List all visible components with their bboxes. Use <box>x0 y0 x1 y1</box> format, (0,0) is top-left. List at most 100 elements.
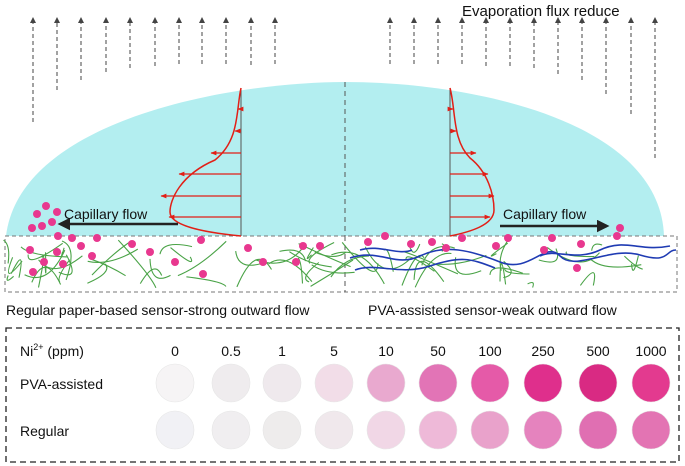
ni-particle <box>29 268 37 276</box>
ni-particle <box>442 244 450 252</box>
right-caption: PVA-assisted sensor-weak outward flow <box>368 302 618 318</box>
fiber <box>268 259 313 282</box>
ni-particle <box>48 218 56 226</box>
sensor-spot <box>211 363 251 403</box>
concentration-label: 100 <box>478 343 502 359</box>
ni-particle <box>88 252 96 260</box>
concentration-label: 50 <box>430 343 446 359</box>
sensor-spot <box>155 363 195 403</box>
ni-particle <box>33 210 41 218</box>
fiber <box>44 252 47 274</box>
sensor-spot <box>262 410 302 450</box>
sensor-spot <box>155 410 195 450</box>
sensor-spot <box>418 410 458 450</box>
ni-particle <box>28 224 36 232</box>
fiber <box>149 258 171 279</box>
fiber <box>117 239 157 289</box>
ni-particle <box>93 234 101 242</box>
fiber <box>624 255 643 270</box>
fiber <box>591 243 603 251</box>
concentration-label: 0.5 <box>221 343 241 359</box>
pva-network <box>349 244 677 271</box>
ni-particle <box>53 208 61 216</box>
fiber <box>404 251 459 275</box>
profile-curve <box>449 87 495 237</box>
ni-particle <box>128 240 136 248</box>
concentration-labels: 0 0.5 1 5 10 50 100 250 500 1000 <box>171 343 667 359</box>
fiber <box>499 262 507 285</box>
fiber <box>454 257 482 275</box>
pva-chain <box>359 247 413 253</box>
fiber <box>6 275 14 281</box>
fiber <box>310 259 354 287</box>
fiber <box>186 276 227 287</box>
fiber <box>297 257 304 284</box>
fiber <box>308 242 335 264</box>
ni-particle <box>146 248 154 256</box>
ni-particle <box>68 234 76 242</box>
ni-particles <box>26 202 624 278</box>
sensor-spot <box>631 363 671 403</box>
sensor-spot <box>262 363 302 403</box>
ni-particle <box>577 240 585 248</box>
fiber <box>87 248 139 263</box>
ni-particle <box>259 258 267 266</box>
ni-particle <box>59 260 67 268</box>
sensor-spot <box>418 363 458 403</box>
fiber <box>311 264 355 274</box>
concentration-label: 1000 <box>635 343 666 359</box>
fiber <box>414 252 452 288</box>
fiber <box>314 251 347 257</box>
ni-particle <box>492 242 500 250</box>
ni-particle <box>40 258 48 266</box>
sensor-spots <box>155 363 671 450</box>
sensor-spot <box>578 363 618 403</box>
fiber <box>330 255 370 278</box>
fiber <box>306 247 314 260</box>
ni-particle <box>244 244 252 252</box>
fiber <box>10 259 22 278</box>
fiber <box>538 248 559 263</box>
concentration-label: 5 <box>330 343 338 359</box>
sensor-spot <box>211 410 251 450</box>
ni-particle <box>292 258 300 266</box>
pva-chain <box>349 248 677 266</box>
concentration-label: 500 <box>586 343 610 359</box>
ni-particle <box>316 242 324 250</box>
fiber <box>20 246 68 258</box>
evaporation-arrows <box>30 17 658 158</box>
concentration-label: 10 <box>378 343 394 359</box>
droplet <box>6 82 664 236</box>
fiber <box>170 247 193 263</box>
ni-particle <box>42 202 50 210</box>
fiber <box>527 281 534 288</box>
concentration-label: 1 <box>278 343 286 359</box>
fiber <box>490 242 509 257</box>
concentration-label: 250 <box>531 343 555 359</box>
ni-particle <box>428 238 436 246</box>
concentration-label: 0 <box>171 343 179 359</box>
paper-substrate <box>4 235 678 293</box>
sensor-spot <box>314 410 354 450</box>
velocity-profiles <box>160 87 495 237</box>
sensor-spot <box>578 410 618 450</box>
ni-particle <box>53 248 61 256</box>
evaporation-label: Evaporation flux reduce <box>462 3 620 20</box>
sensor-spot <box>470 363 510 403</box>
sensor-spot <box>366 410 406 450</box>
ni-particle <box>299 242 307 250</box>
sensor-spot <box>470 410 510 450</box>
concentration-header: Ni2+ (ppm) <box>20 342 84 359</box>
sensor-spot <box>631 410 671 450</box>
row-label-regular: Regular <box>20 423 69 439</box>
results-box <box>5 327 680 463</box>
ni-particle <box>613 232 621 240</box>
left-caption: Regular paper-based sensor-strong outwar… <box>6 302 310 318</box>
ni-particle <box>616 224 624 232</box>
ni-particle <box>77 242 85 250</box>
fiber <box>236 258 272 288</box>
fiber <box>27 242 64 261</box>
fiber <box>3 239 10 264</box>
fiber <box>177 240 227 277</box>
